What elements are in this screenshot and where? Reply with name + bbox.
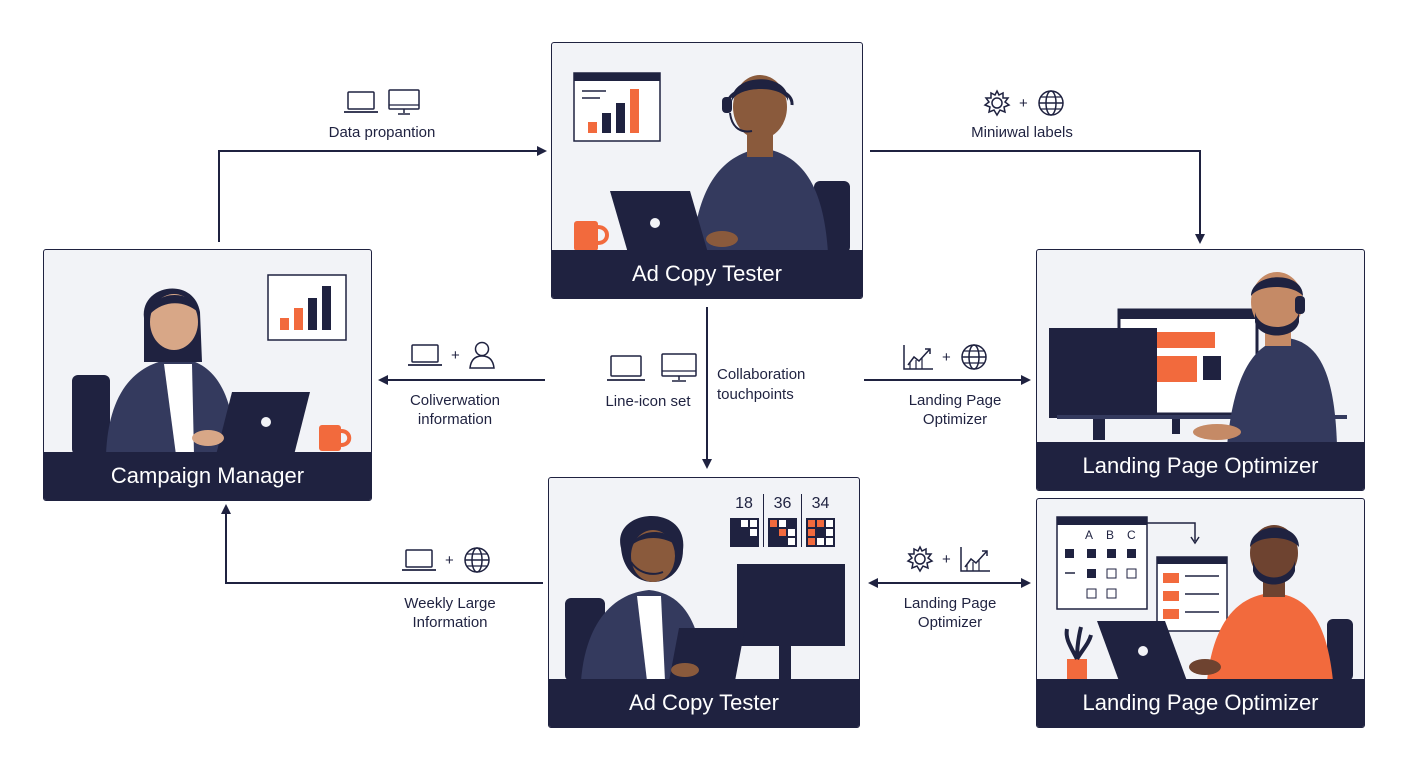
laptop-icon	[344, 91, 378, 113]
table-header-c: C	[1127, 528, 1136, 542]
globe-icon	[1038, 90, 1064, 116]
table-header-b: B	[1106, 528, 1115, 542]
landing-page-optimizer-illustration	[1049, 272, 1347, 446]
minimal-labels-label: Miniиwal labels	[971, 124, 1073, 141]
score-matrix-icon	[729, 518, 759, 547]
chart-icon	[960, 547, 990, 572]
laptop-icon	[607, 355, 645, 381]
card-caption: Campaign Manager	[44, 452, 371, 500]
card-caption: Landing Page Optimizer	[1037, 442, 1364, 490]
chart-icon	[903, 345, 933, 370]
monitor-icon	[388, 89, 420, 115]
plus-sign: +	[1019, 94, 1028, 112]
conversation-info-label-line1: Coliverwation	[409, 392, 501, 409]
weekly-label-line2: Information	[412, 614, 488, 631]
score-value: 36	[773, 495, 792, 512]
card-caption: Ad Copy Tester	[549, 679, 859, 727]
score-matrix-icon	[768, 518, 797, 547]
ad-copy-tester-illustration	[573, 72, 850, 253]
score-value: 18	[735, 495, 753, 512]
table-header-a: A	[1085, 528, 1094, 542]
arrow-adcopy-to-lpo	[870, 150, 1205, 244]
lpo-mid-label-line2: Optimizer	[922, 411, 988, 428]
weekly-label-line1: Weekly Large	[404, 595, 496, 612]
plus-sign: +	[445, 551, 454, 569]
landing-page-optimizer-illustration	[1056, 516, 1353, 681]
card-ad-copy-tester-top: Ad Copy Tester	[551, 42, 863, 299]
card-caption: Ad Copy Tester	[552, 250, 862, 298]
laptop-icon	[402, 549, 436, 571]
score-matrix-icon	[806, 518, 835, 547]
card-landing-page-optimizer-bottom: A B C Landing Page Optimizer	[1036, 498, 1365, 728]
collaboration-label-line2: touchpoints	[717, 386, 794, 403]
card-landing-page-optimizer-top: Landing Page Optimizer	[1036, 249, 1365, 491]
campaign-manager-illustration	[72, 274, 352, 455]
weekly-icons: +	[401, 545, 492, 575]
lpo-low-label-line2: Optimizer	[917, 614, 983, 631]
ad-copy-tester-illustration	[565, 515, 845, 681]
card-ad-copy-tester-bottom: 18 36 34 Ad Copy Tester	[548, 477, 860, 728]
card-campaign-manager: Campaign Manager	[43, 249, 372, 501]
globe-icon	[961, 344, 987, 370]
line-icon-set-label: Line-icon set	[605, 393, 691, 410]
data-propagation-label: Data propantion	[328, 124, 436, 141]
minimal-labels-icons: +	[983, 88, 1066, 118]
collaboration-label-line1: Collaboration	[717, 366, 806, 383]
conversation-info-icons: +	[407, 340, 496, 370]
score-value: 34	[811, 495, 830, 512]
gear-icon	[906, 545, 934, 573]
score-grid: 34	[801, 494, 839, 547]
lpo-low-label-line1: Landing Page	[903, 595, 997, 612]
lpo-mid-label-line1: Landing Page	[908, 392, 1002, 409]
score-grid: 36	[763, 494, 801, 547]
data-propagation-icons	[343, 88, 421, 116]
conversation-info-label-line2: information	[417, 411, 493, 428]
gear-icon	[983, 89, 1011, 117]
lpo-low-icons: +	[906, 545, 991, 573]
card-caption: Landing Page Optimizer	[1037, 679, 1364, 727]
globe-icon	[464, 547, 490, 573]
plus-sign: +	[451, 346, 460, 364]
monitor-icon	[661, 353, 697, 382]
lpo-mid-icons: +	[902, 342, 989, 372]
score-grid: 18	[725, 494, 763, 547]
arrow-campaign-to-adcopy	[218, 146, 547, 242]
laptop-icon	[408, 344, 442, 366]
arrow-bottom-to-campaign	[221, 504, 543, 584]
user-icon	[468, 341, 495, 369]
score-grids: 18 36 34	[725, 494, 839, 547]
line-icon-set-icons	[606, 352, 698, 384]
plus-sign: +	[942, 348, 951, 366]
plus-sign: +	[942, 550, 951, 568]
